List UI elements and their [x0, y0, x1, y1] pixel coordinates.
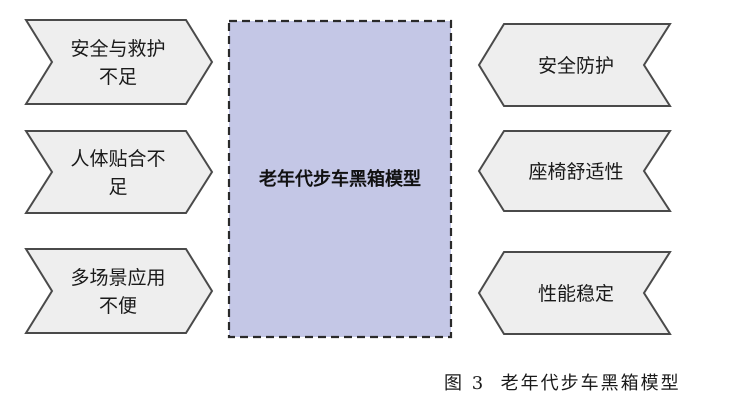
left-input-1-shape — [24, 19, 214, 105]
right-output-1: 安全防护 — [477, 23, 672, 107]
left-input-3-line1: 多场景应用 — [70, 267, 165, 289]
right-output-1-shape — [477, 23, 672, 107]
left-input-3: 多场景应用 不便 — [24, 248, 214, 334]
left-input-2-line1: 人体贴合不 — [70, 148, 165, 170]
left-input-2-line2: 足 — [108, 176, 127, 198]
center-black-box: 老年代步车黑箱模型 — [227, 19, 453, 339]
center-black-box-rect — [227, 19, 453, 339]
right-output-3-shape — [477, 251, 672, 335]
left-input-3-line2: 不便 — [99, 295, 137, 317]
figure-caption: 图 3 老年代步车黑箱模型 — [444, 373, 681, 394]
left-input-1-line1: 安全与救护 — [70, 38, 165, 60]
right-output-1-label: 安全防护 — [538, 55, 614, 77]
left-input-3-shape — [24, 248, 214, 334]
right-output-2-shape — [477, 130, 672, 212]
left-input-2: 人体贴合不 足 — [24, 130, 214, 214]
right-output-3-label: 性能稳定 — [538, 283, 614, 305]
left-input-1-line2: 不足 — [99, 66, 137, 88]
right-output-3: 性能稳定 — [477, 251, 672, 335]
center-black-box-label: 老年代步车黑箱模型 — [259, 168, 421, 190]
left-input-1: 安全与救护 不足 — [24, 19, 214, 105]
left-input-2-shape — [24, 130, 214, 214]
right-output-2: 座椅舒适性 — [477, 130, 672, 212]
right-output-2-label: 座椅舒适性 — [528, 161, 623, 183]
